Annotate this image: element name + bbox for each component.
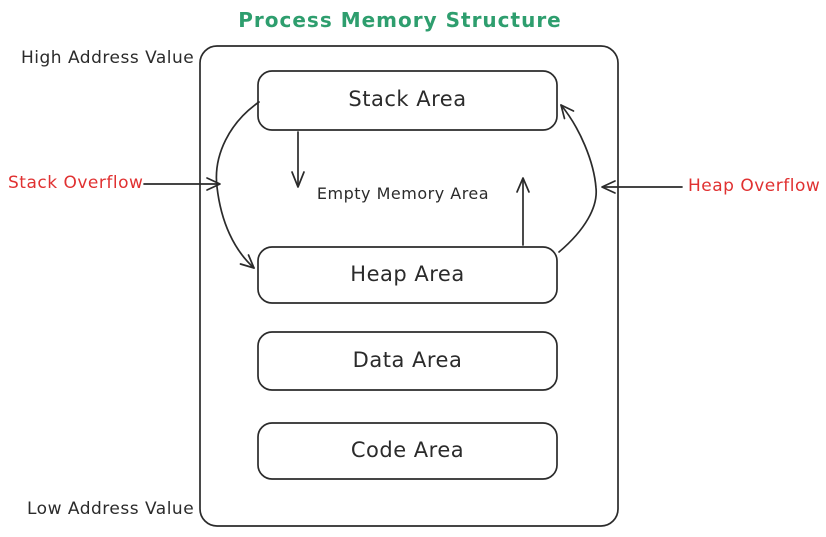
code-area-box (257, 422, 558, 480)
heap-overflow-label: Heap Overflow (688, 176, 821, 196)
code-area-label: Code Area (350, 438, 465, 462)
stack-area-box (257, 70, 558, 131)
stack-growth-arrow (291, 131, 305, 188)
heap-to-stack-overflow-arrow (558, 104, 597, 253)
diagram-title: Process Memory Structure (238, 8, 562, 32)
empty-memory-area-label: Empty Memory Area (316, 184, 490, 203)
data-area-box (257, 331, 558, 391)
stack-to-heap-overflow-arrow (215, 101, 260, 269)
heap-area-box (257, 246, 558, 304)
stack-overflow-pointer-arrow (143, 177, 221, 191)
heap-area-label: Heap Area (350, 262, 465, 286)
high-address-label: High Address Value (21, 48, 195, 68)
heap-overflow-pointer-arrow (601, 180, 683, 194)
heap-growth-arrow (516, 177, 530, 246)
low-address-label: Low Address Value (27, 499, 195, 519)
stack-area-label: Stack Area (348, 87, 467, 111)
stack-overflow-label: Stack Overflow (8, 173, 144, 193)
process-memory-container-box (199, 45, 619, 527)
data-area-label: Data Area (352, 348, 463, 372)
